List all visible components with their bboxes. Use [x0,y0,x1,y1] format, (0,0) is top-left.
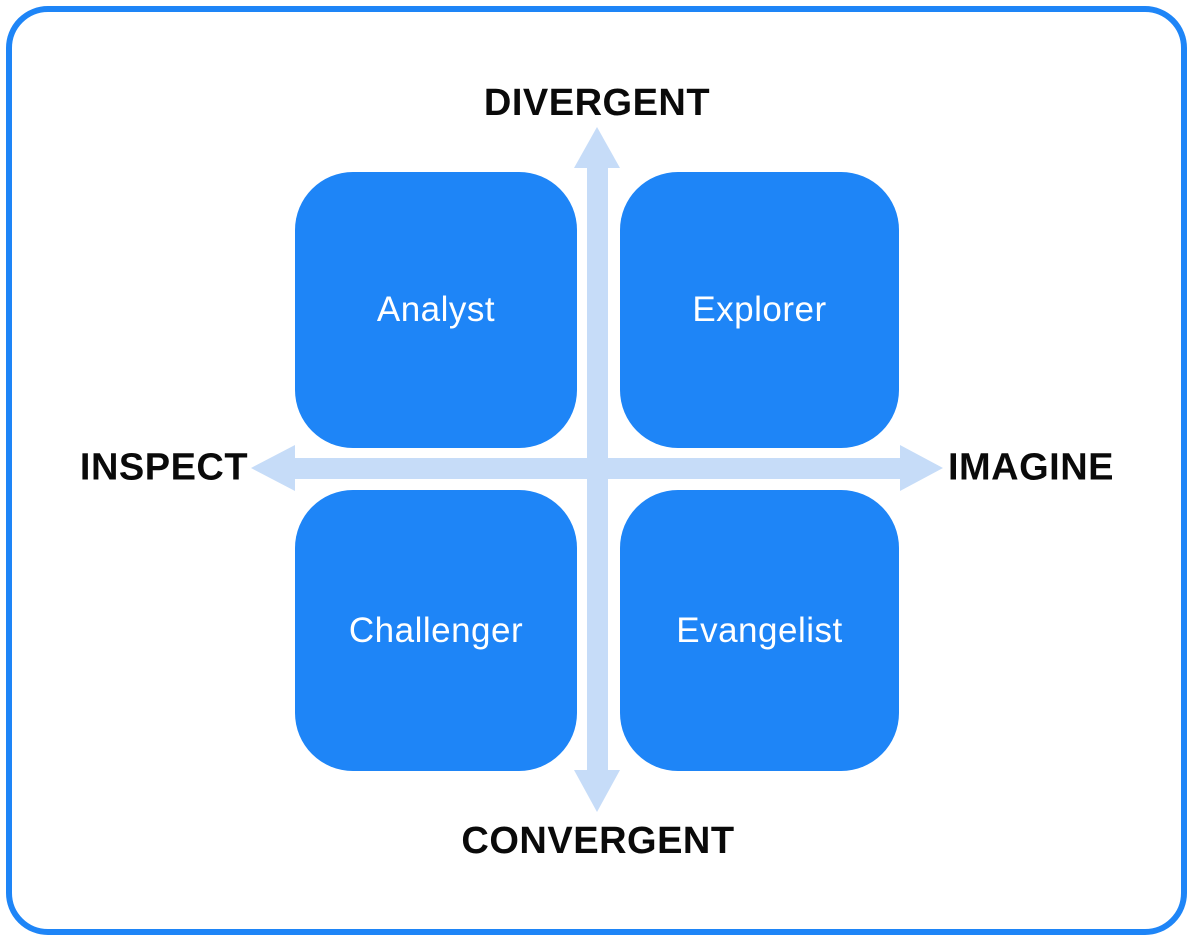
axis-label-inspect: INSPECT [79,446,249,489]
quadrant-label-challenger: Challenger [348,610,524,650]
left-arrowhead-icon [251,445,295,491]
quadrant-explorer: Explorer [620,172,899,448]
up-arrowhead-icon [574,127,620,168]
down-arrowhead-icon [574,770,620,812]
quadrant-analyst: Analyst [295,172,577,448]
quadrant-evangelist: Evangelist [620,490,899,771]
quadrant-label-evangelist: Evangelist [676,610,843,650]
axis-label-convergent: CONVERGENT [461,820,735,862]
horizontal-axis-shaft [290,458,905,479]
axis-label-imagine: IMAGINE [947,446,1115,489]
quadrant-label-explorer: Explorer [692,290,827,329]
quadrant-label-analyst: Analyst [376,290,496,329]
right-arrowhead-icon [900,445,943,491]
axis-label-divergent: DIVERGENT [483,82,711,124]
quadrant-challenger: Challenger [295,490,577,771]
outer-rounded-frame [6,6,1187,935]
